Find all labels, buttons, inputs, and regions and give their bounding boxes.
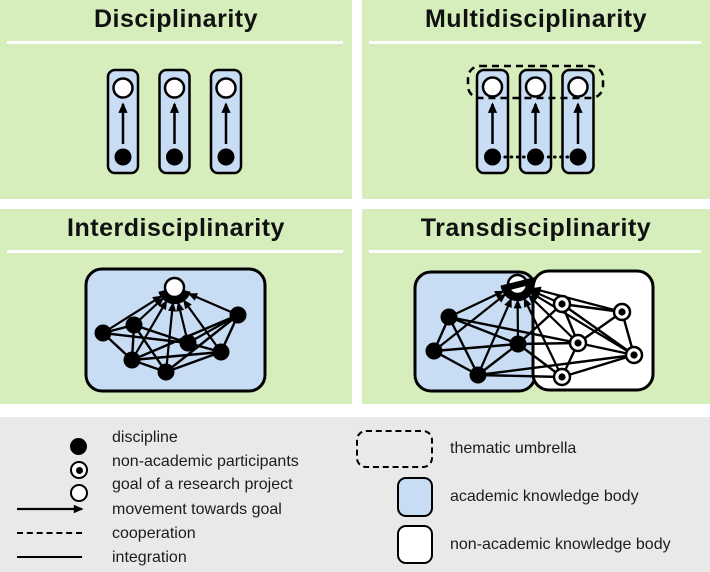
legend-label: academic knowledge body: [450, 488, 639, 505]
panel-transdisciplinarity: Transdisciplinarity: [362, 209, 710, 404]
panel-title: Disciplinarity: [94, 5, 258, 33]
panel-disciplinarity: Disciplinarity: [0, 0, 352, 199]
interdisciplinarity-diagram: [84, 267, 267, 393]
title-underline: [369, 250, 701, 253]
panel-title: Interdisciplinarity: [67, 214, 285, 242]
transdisciplinarity-diagram: [413, 269, 655, 393]
arrowhead-crown: [158, 289, 191, 305]
goal-circle: [112, 77, 134, 99]
discipline-dot: [217, 148, 235, 166]
goal-circle: [481, 76, 504, 98]
discipline-unit: [209, 68, 243, 175]
panel-interdisciplinarity: Interdisciplinarity: [0, 209, 352, 404]
legend-label: non-academic knowledge body: [450, 536, 671, 553]
goal-circle: [567, 76, 589, 98]
panel-multidisciplinarity: Multidisciplinarity: [362, 0, 710, 199]
goal-circle: [163, 77, 186, 99]
title-underline: [369, 41, 701, 44]
thematic-umbrella-icon: [356, 430, 433, 468]
discipline-dots: [425, 308, 527, 384]
discipline-icon: [70, 438, 87, 455]
legend-label: non-academic participants: [112, 452, 299, 470]
non-academic-participants: [552, 294, 644, 387]
discipline-dot: [114, 148, 132, 166]
panel-title: Multidisciplinarity: [424, 5, 648, 33]
academic-knowledge-body-icon: [397, 477, 433, 517]
integration-line-icon: [17, 556, 82, 558]
disciplinarity-diagram: [106, 68, 243, 175]
non-academic-knowledge-body-icon: [397, 525, 433, 564]
discipline-unit: [106, 68, 140, 175]
discipline-dots: [94, 306, 247, 381]
legend-label: discipline: [112, 429, 178, 446]
cooperation-line-icon: [17, 532, 82, 534]
goal-circle: [524, 76, 547, 98]
discipline-dot: [166, 148, 183, 166]
discipline-dot: [527, 148, 544, 166]
legend-label: thematic umbrella: [450, 440, 577, 457]
discipline-dot: [569, 148, 587, 166]
non-academic-participant-icon: [70, 461, 88, 479]
movement-arrow-icon: [17, 504, 84, 514]
title-underline: [7, 41, 343, 44]
discipline-dot: [484, 148, 501, 166]
legend-label: integration: [112, 548, 187, 566]
multidisciplinarity-diagram: [466, 64, 605, 175]
legend-label: cooperation: [112, 524, 196, 542]
goal-circle: [215, 77, 237, 99]
legend-label: movement towards goal: [112, 500, 282, 518]
goal-icon: [70, 484, 88, 502]
thematic-umbrella: [466, 64, 605, 100]
arrowhead-crown: [500, 276, 538, 302]
discipline-unit: [158, 68, 191, 175]
legend: discipline non-academic participants goa…: [0, 417, 710, 572]
panel-title: Transdisciplinarity: [420, 214, 652, 242]
goal-circle: [163, 276, 186, 299]
title-underline: [7, 250, 343, 253]
legend-label: goal of a research project: [112, 476, 293, 493]
